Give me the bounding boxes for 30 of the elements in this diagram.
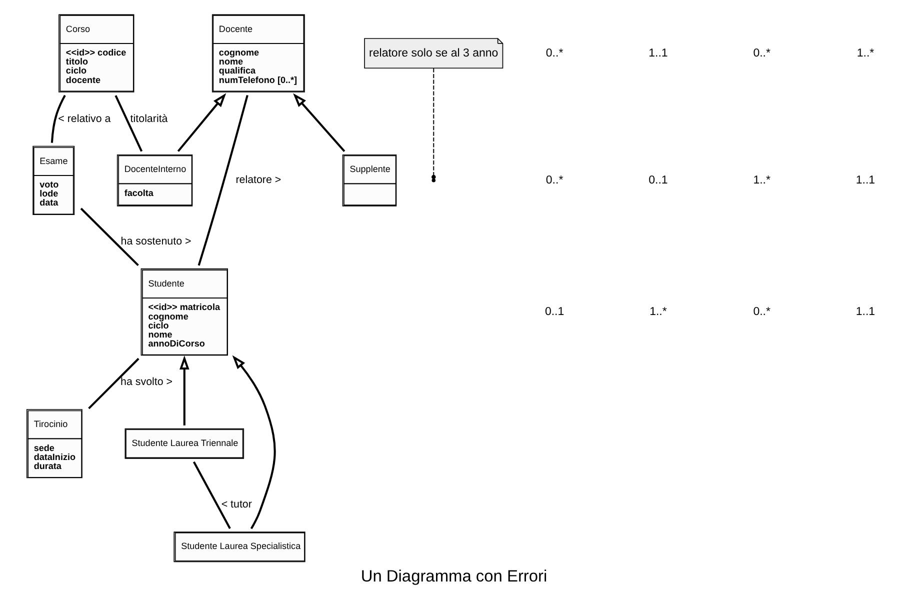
label: 0..*: [545, 174, 563, 186]
label: 1..*: [752, 174, 770, 186]
label: 0..*: [752, 47, 770, 60]
label: 0..1: [648, 174, 668, 186]
label: 1..*: [649, 306, 666, 318]
edge-label: < tutor: [220, 498, 252, 511]
label: 1..1: [855, 174, 875, 186]
arrow: [232, 355, 276, 530]
arrow: [179, 356, 189, 426]
connector: [114, 95, 142, 152]
label: 0..*: [752, 306, 770, 318]
connector: [80, 208, 138, 266]
caption: Un Diagramma con Errori: [360, 567, 547, 586]
label: 0..1: [544, 306, 564, 318]
label: 1..1: [648, 47, 668, 60]
edge-label: titolarità: [130, 112, 168, 125]
connector: [50, 94, 66, 143]
edge-label: ha sostenuto >: [120, 235, 191, 248]
arrow: [292, 93, 345, 152]
connector: [88, 358, 139, 410]
edge-label: ha svolto >: [120, 376, 172, 388]
edge-label: relatore >: [235, 174, 281, 186]
label: 1..*: [856, 47, 874, 60]
connector: [192, 461, 230, 529]
arrow: [176, 93, 226, 152]
label: 1..1: [855, 306, 875, 318]
edge-label: < relativo a: [58, 112, 110, 125]
connector: [432, 68, 434, 176]
label: 0..*: [545, 47, 563, 60]
connector: [197, 95, 248, 266]
